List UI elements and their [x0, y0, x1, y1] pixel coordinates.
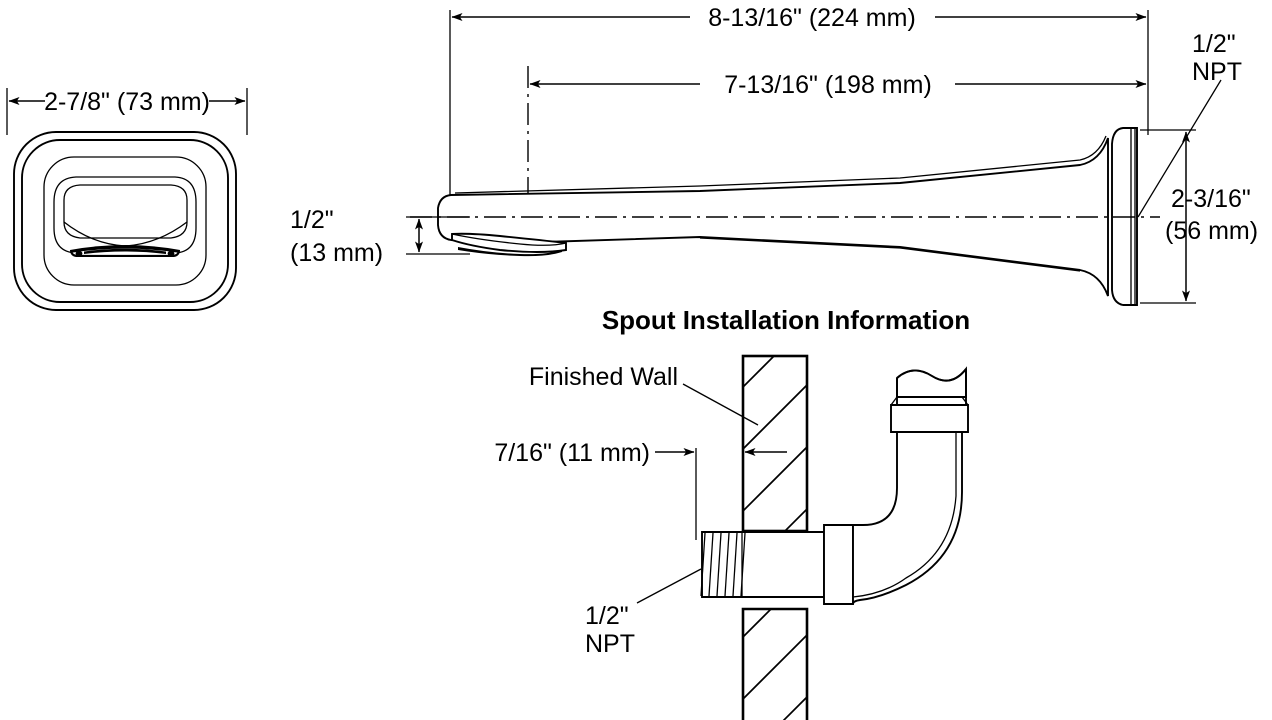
- escutcheon-width-label: 2-7/8" (73 mm): [44, 88, 210, 116]
- installation-section-view: Finished Wall 7/16" (11 mm): [494, 354, 969, 720]
- escutcheon-front-view: 2-7/8" (73 mm): [6, 88, 248, 311]
- dimension-spout-outlet-length: 7-13/16" (198 mm): [529, 71, 1147, 99]
- nipple-threads: [700, 532, 746, 597]
- nipple-projection-label: 7/16" (11 mm): [494, 439, 650, 467]
- callout-finished-wall: Finished Wall: [529, 363, 759, 426]
- finished-wall-lower: [741, 607, 809, 720]
- wall-hatch-lower: [743, 609, 807, 720]
- pipe-elbow-assembly: [700, 366, 969, 605]
- flange-height-label-line1: 2-3/16": [1171, 185, 1251, 213]
- spout-outlet-height-label-line1: 1/2": [290, 206, 334, 234]
- dimension-flange-height: 2-3/16" (56 mm): [1140, 129, 1258, 304]
- flange-height-label-line2: (56 mm): [1165, 217, 1258, 245]
- nipple-npt-label-line2: NPT: [585, 630, 635, 658]
- spout-npt-label-line1: 1/2": [1192, 30, 1236, 58]
- finished-wall-label: Finished Wall: [529, 363, 678, 391]
- escutcheon-outlet-slot: [70, 245, 180, 257]
- callout-spout-inlet-thread: 1/2" NPT: [1137, 30, 1242, 218]
- escutcheon-spout-boss: [53, 176, 197, 254]
- wall-hatch-upper: [743, 356, 807, 531]
- dimension-spout-outlet-height: 1/2" (13 mm): [290, 206, 470, 267]
- leader-line-nipple-npt: [636, 568, 702, 604]
- spout-outlet-height-label-line2: (13 mm): [290, 239, 383, 267]
- nipple-npt-label-line1: 1/2": [585, 602, 629, 630]
- leader-line-spout-npt: [1137, 79, 1222, 218]
- dimension-spout-overall-length: 8-13/16" (224 mm): [451, 4, 1147, 32]
- dimension-escutcheon-width: 2-7/8" (73 mm): [6, 88, 248, 135]
- finished-wall-upper: [741, 354, 809, 533]
- spout-overall-length-label: 8-13/16" (224 mm): [708, 4, 916, 32]
- callout-nipple-thread: 1/2" NPT: [585, 568, 702, 658]
- dimension-nipple-projection: 7/16" (11 mm): [494, 439, 787, 540]
- spout-side-view: 8-13/16" (224 mm) 7-13/16" (198 mm): [290, 4, 1258, 306]
- page-title: Spout Installation Information: [602, 305, 970, 335]
- escutcheon-body: [13, 131, 237, 311]
- spout-outlet-length-label: 7-13/16" (198 mm): [724, 71, 932, 99]
- spout-body: [437, 135, 1109, 297]
- spout-npt-label-line2: NPT: [1192, 58, 1242, 86]
- leader-line-finished-wall: [682, 383, 759, 426]
- spout-outlet-lip: [451, 232, 567, 257]
